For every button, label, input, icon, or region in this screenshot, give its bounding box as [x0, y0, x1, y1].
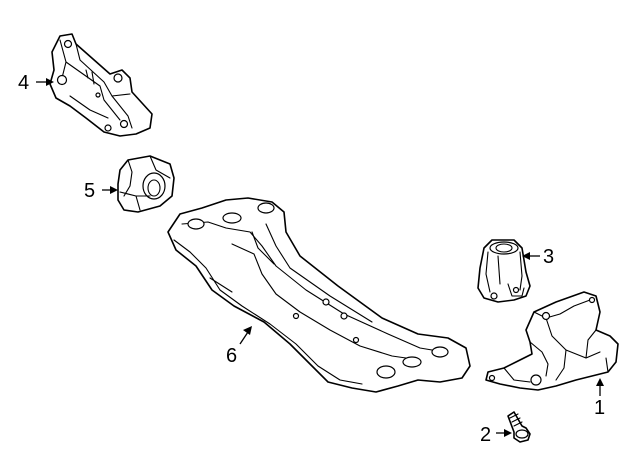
part-3-mount [477, 239, 531, 303]
callout-arrow-2 [496, 429, 512, 437]
callout-number-1: 1 [594, 397, 605, 419]
callout-arrow-6 [239, 326, 252, 345]
callout-arrow-5 [102, 186, 118, 194]
callout-number-2: 2 [480, 424, 491, 446]
callout-number-3: 3 [543, 246, 554, 268]
part-1-bracket [485, 291, 619, 391]
callout-number-6: 6 [226, 345, 237, 367]
callout-number-5: 5 [84, 180, 95, 202]
callout-number-4: 4 [18, 72, 29, 94]
callout-arrow-4 [36, 78, 54, 86]
part-5-mount [117, 155, 175, 213]
part-4-bracket [49, 33, 153, 137]
callout-arrow-1 [596, 378, 604, 396]
part-6-crossmember [167, 197, 471, 393]
callout-arrow-3 [522, 252, 540, 260]
part-2-bolt [507, 411, 531, 443]
